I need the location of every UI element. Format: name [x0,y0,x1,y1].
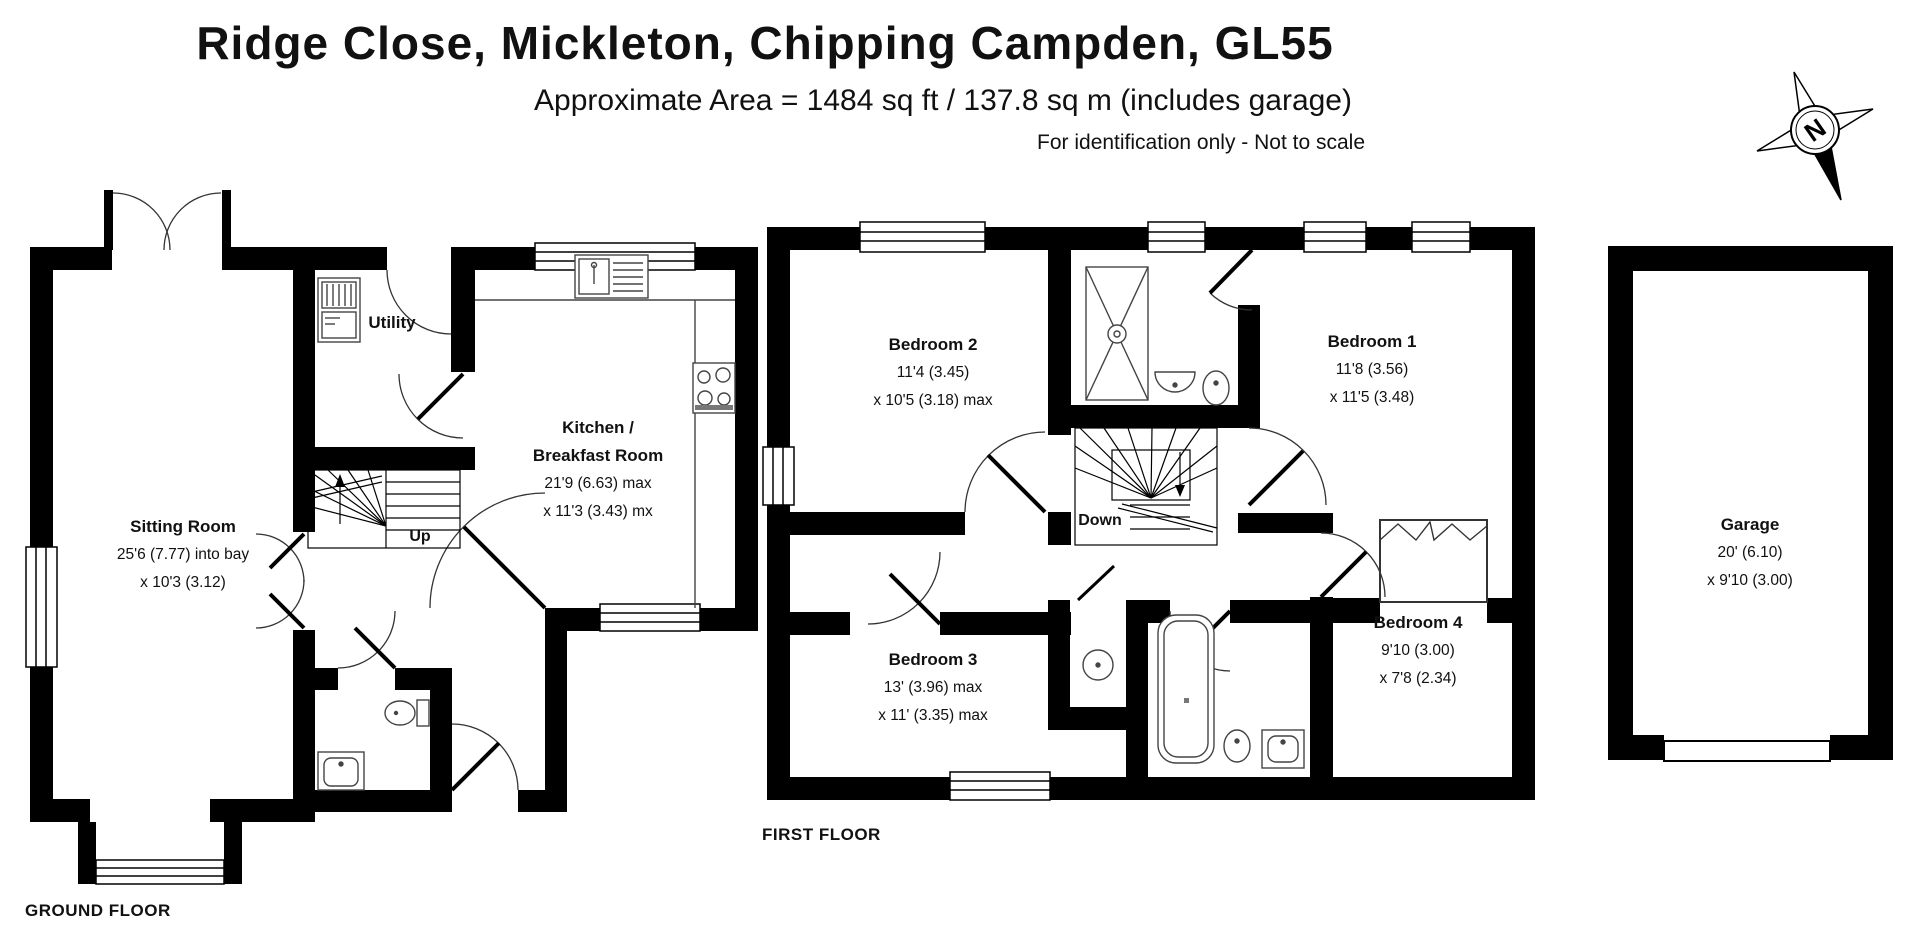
shower-icon [1085,266,1149,401]
shower-room-toilet-icon [1202,370,1230,406]
stairs-up-label: Up [409,528,431,545]
disclaimer-text: For identification only - Not to scale [1037,131,1365,154]
ground-floor-stairs [307,469,461,549]
first-floor-fixtures [1082,266,1488,769]
garage-plan [1608,246,1893,762]
garage-walls [1608,246,1893,760]
up-arrow-icon [335,474,345,487]
wc-toilet-icon [384,699,430,727]
ground-floor-walls [30,190,758,884]
page-title: Ridge Close, Mickleton, Chipping Campden… [196,17,1334,69]
ground-floor-door-leaves [268,372,547,792]
first-floor-label: FIRST FLOOR [762,825,881,844]
bedroom1-label: Bedroom 1 11'8 (3.56) x 11'5 (3.48) [1327,332,1417,406]
stairs-down-label: Down [1078,512,1122,529]
kitchen-label: Kitchen / Breakfast Room 21'9 (6.63) max… [532,418,664,520]
first-floor-plan [762,221,1535,801]
area-subtitle: Approximate Area = 1484 sq ft / 137.8 sq… [534,84,1352,117]
airing-cupboard-cylinder-icon [1082,649,1114,681]
utility-label: Utility [368,313,416,332]
bedroom4-label: Bedroom 4 9'10 (3.00) x 7'8 (2.34) [1373,613,1463,687]
wardrobe-icon [1379,519,1488,603]
bath-icon [1157,614,1215,764]
bathroom-toilet-icon [1223,729,1251,763]
bedroom3-label: Bedroom 3 13' (3.96) max x 11' (3.35) ma… [878,650,988,724]
kitchen-sink-icon [574,254,649,299]
ground-floor-fixtures [317,254,736,791]
first-floor-stairs [1074,427,1218,546]
wc-basin-icon [317,751,365,791]
down-arrow-icon [1175,485,1185,497]
ground-floor-label: GROUND FLOOR [25,901,171,920]
sitting-room-label: Sitting Room 25'6 (7.77) into bay x 10'3… [116,517,250,591]
washing-machine-icon [317,277,361,343]
bedroom2-label: Bedroom 2 11'4 (3.45) x 10'5 (3.18) max [873,335,993,409]
first-floor-windows [762,221,1471,801]
ground-floor-plan [25,190,758,885]
compass-rose: N [1756,71,1874,201]
bathroom-basin-icon [1261,729,1305,769]
first-floor-walls [767,227,1535,800]
shower-room-basin-icon [1154,371,1196,393]
garage-door [1663,740,1831,762]
hob-icon [692,362,736,414]
garage-label: Garage 20' (6.10) x 9'10 (3.00) [1707,515,1793,589]
